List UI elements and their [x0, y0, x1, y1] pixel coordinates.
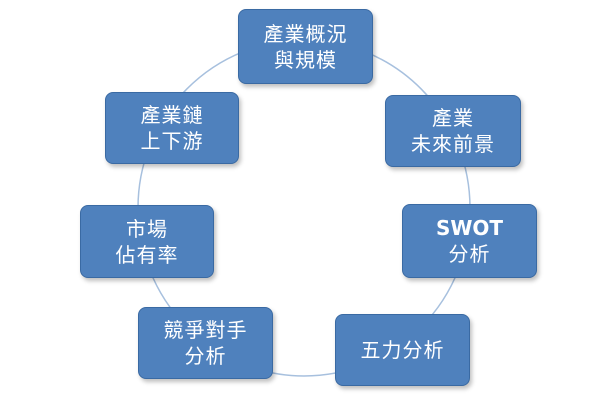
node-label-line: 產業 [432, 106, 474, 130]
node-label-line: 分析 [184, 344, 227, 368]
node-competitor-analysis: 競爭對手 分析 [138, 307, 273, 379]
node-label-line: 產業鏈 [140, 103, 204, 127]
node-label-line: 五力分析 [360, 338, 445, 362]
node-industry-chain: 產業鏈 上下游 [105, 92, 239, 164]
node-label-line: 與規模 [274, 47, 337, 72]
node-label-line: 未來前景 [411, 132, 495, 156]
node-label-line: 市場 [126, 216, 168, 241]
node-industry-overview-scale: 產業概況 與規模 [238, 9, 373, 84]
node-label-line: 競爭對手 [163, 318, 248, 342]
node-market-share: 市場 佔有率 [80, 205, 214, 278]
node-industry-future-outlook: 產業 未來前景 [385, 95, 521, 167]
node-five-forces-analysis: 五力分析 [335, 314, 470, 386]
node-label-line: 佔有率 [115, 242, 179, 267]
node-label-line: SWOT [435, 216, 504, 240]
node-label-line: 上下游 [140, 129, 204, 153]
node-label-line: 分析 [448, 242, 491, 266]
node-swot-analysis: SWOT 分析 [402, 204, 537, 278]
node-label-line: 產業概況 [263, 21, 348, 46]
